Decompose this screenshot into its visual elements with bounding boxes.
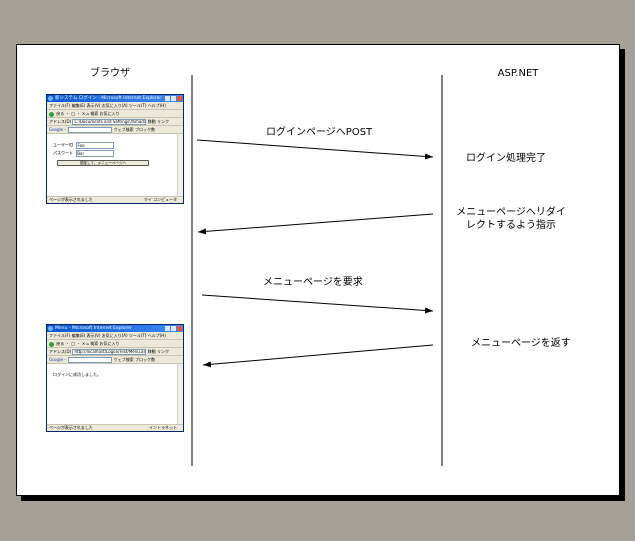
browser-menu-window: Menu - Microsoft Internet Explorer ファイル(… <box>46 324 184 432</box>
address-field[interactable]: C:\Documents and Settings\Yamada\My Do <box>72 119 147 125</box>
zone-text: マイ コンピュータ <box>143 197 177 202</box>
minimize-icon[interactable] <box>165 96 170 101</box>
address-label: アドレス(D) <box>49 349 72 354</box>
go-button[interactable]: 移動 <box>147 349 156 354</box>
browser-login-window: 新システム ログイン - Microsoft Internet Explorer… <box>46 94 184 204</box>
arrow-request-menu <box>201 294 434 314</box>
web-search-button[interactable]: ウェブ検索 <box>113 357 134 362</box>
password-label: パスワード <box>53 150 73 156</box>
scrollbar[interactable] <box>177 364 183 424</box>
browser-menu-title: Menu - Microsoft Internet Explorer <box>55 326 132 331</box>
message-login-post: ログインページへPOST <box>266 127 373 138</box>
maximize-icon[interactable] <box>171 96 176 101</box>
note-login-done: ログイン処理完了 <box>466 153 546 164</box>
maximize-icon[interactable] <box>171 326 176 331</box>
zone-text: イントラネット <box>149 425 177 430</box>
toolbar-text: 戻る ・ ◯ ・ ✕ ⌂ 検索 お気に入り <box>56 111 120 116</box>
user-input[interactable]: Foo <box>76 142 115 149</box>
links-label: リンク <box>157 119 170 124</box>
browser-menu-titlebar: Menu - Microsoft Internet Explorer <box>47 325 183 332</box>
login-success-message: ログインに成功しました。 <box>53 372 101 377</box>
browser-login-title: 新システム ログイン - Microsoft Internet Explorer <box>55 96 162 101</box>
user-label: ユーザーID <box>53 142 74 148</box>
note-redirect-line1: メニューページへリダイ <box>456 207 566 218</box>
close-icon[interactable] <box>177 96 182 101</box>
password-row: パスワード Bar <box>53 150 115 157</box>
address-field[interactable]: http://localhost/Logon/Test/Menu.aspx <box>72 349 147 355</box>
links-label: リンク <box>157 349 170 354</box>
block-count-label: ブロック数 <box>134 357 155 362</box>
browser-login-addressbar: アドレス(D) C:\Documents and Settings\Yamada… <box>47 118 183 126</box>
web-search-button[interactable]: ウェブ検索 <box>113 127 134 132</box>
browser-login-menubar[interactable]: ファイル(F) 編集(E) 表示(V) お気に入り(A) ツール(T) ヘルプ(… <box>47 102 183 110</box>
google-search-field[interactable] <box>68 127 113 133</box>
lane-label-aspnet: ASP.NET <box>497 68 539 79</box>
minimize-icon[interactable] <box>165 326 170 331</box>
back-icon[interactable] <box>49 111 54 117</box>
arrow-login-post <box>196 139 434 160</box>
status-text: ページが表示されました <box>49 425 93 430</box>
browser-login-toolbar[interactable]: 戻る ・ ◯ ・ ✕ ⌂ 検索 お気に入り <box>47 110 183 118</box>
window-controls <box>165 326 182 331</box>
toolbar-text: 戻る ・ ◯ ・ ✕ ⌂ 検索 お気に入り <box>56 341 120 346</box>
note-return-menu: メニューページを返す <box>471 338 571 349</box>
lane-label-browser: ブラウザ <box>90 68 130 79</box>
browser-login-statusbar: ページが表示されました マイ コンピュータ <box>47 196 183 203</box>
go-button[interactable]: 移動 <box>147 119 156 124</box>
browser-menu-toolbar[interactable]: 戻る ・ ◯ ・ ✕ ⌂ 検索 お気に入り <box>47 340 183 348</box>
block-count-label: ブロック数 <box>134 127 155 132</box>
message-request-menu: メニューページを要求 <box>263 277 363 288</box>
google-label: Google・ <box>49 357 68 362</box>
browser-login-titlebar: 新システム ログイン - Microsoft Internet Explorer <box>47 95 183 102</box>
browser-login-viewport: ユーザーID Foo パスワード Bar 認証して、メニューページへ <box>47 134 183 196</box>
browser-login-googlebar: Google・ ウェブ検索 ブロック数 <box>47 126 183 134</box>
window-controls <box>165 96 182 101</box>
google-label: Google・ <box>49 127 68 132</box>
arrow-return-menu <box>202 344 434 368</box>
close-icon[interactable] <box>177 326 182 331</box>
arrow-redirect <box>197 213 434 235</box>
ie-icon <box>48 96 53 101</box>
back-icon[interactable] <box>49 341 54 347</box>
note-redirect-line2: レクトするよう指示 <box>466 220 556 231</box>
user-row: ユーザーID Foo <box>53 142 115 149</box>
scrollbar[interactable] <box>177 134 183 196</box>
google-search-field[interactable] <box>68 357 113 363</box>
browser-menu-menubar[interactable]: ファイル(F) 編集(E) 表示(V) お気に入り(A) ツール(T) ヘルプ(… <box>47 332 183 340</box>
status-text: ページが表示されました <box>49 197 93 202</box>
submit-button[interactable]: 認証して、メニューページへ <box>57 160 149 166</box>
browser-menu-addressbar: アドレス(D) http://localhost/Logon/Test/Menu… <box>47 348 183 356</box>
address-label: アドレス(D) <box>49 119 72 124</box>
browser-menu-statusbar: ページが表示されました イントラネット <box>47 424 183 431</box>
password-input[interactable]: Bar <box>76 150 115 157</box>
browser-menu-googlebar: Google・ ウェブ検索 ブロック数 <box>47 356 183 364</box>
ie-icon <box>48 326 53 331</box>
browser-menu-viewport: ログインに成功しました。 <box>47 364 183 424</box>
